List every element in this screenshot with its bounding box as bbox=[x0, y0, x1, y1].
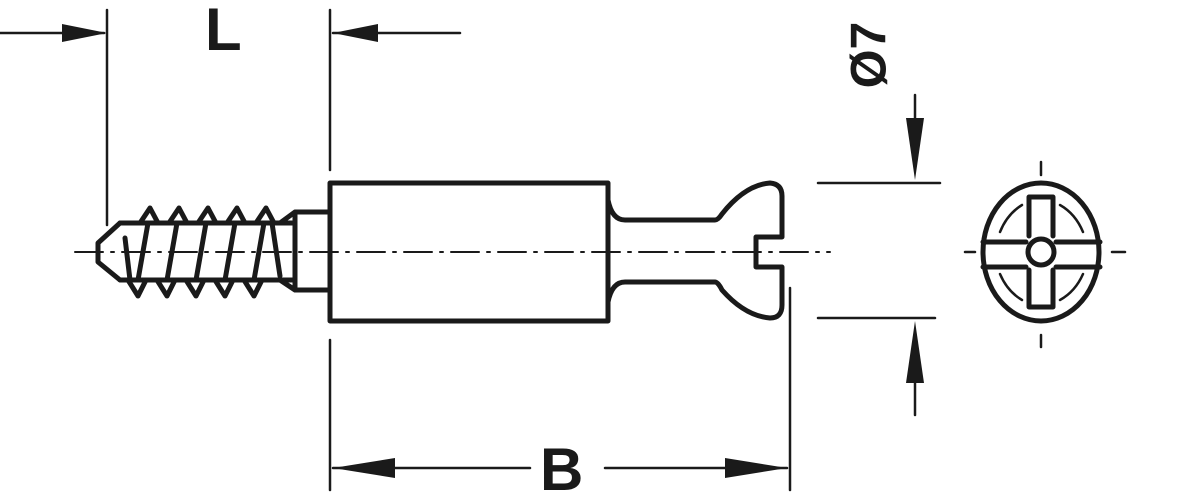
dimension-B bbox=[328, 286, 792, 492]
screw-thread bbox=[95, 205, 333, 299]
end-view bbox=[980, 180, 1103, 324]
connector-head bbox=[605, 180, 785, 321]
dimension-label-B: B bbox=[540, 436, 584, 503]
dimension-label-L: L bbox=[205, 0, 242, 63]
dimension-diameter bbox=[816, 93, 942, 417]
connector-body bbox=[327, 180, 611, 324]
centerline bbox=[74, 160, 1127, 349]
dimension-label-diameter: Ø7 bbox=[840, 21, 897, 89]
dimension-L bbox=[0, 8, 462, 227]
